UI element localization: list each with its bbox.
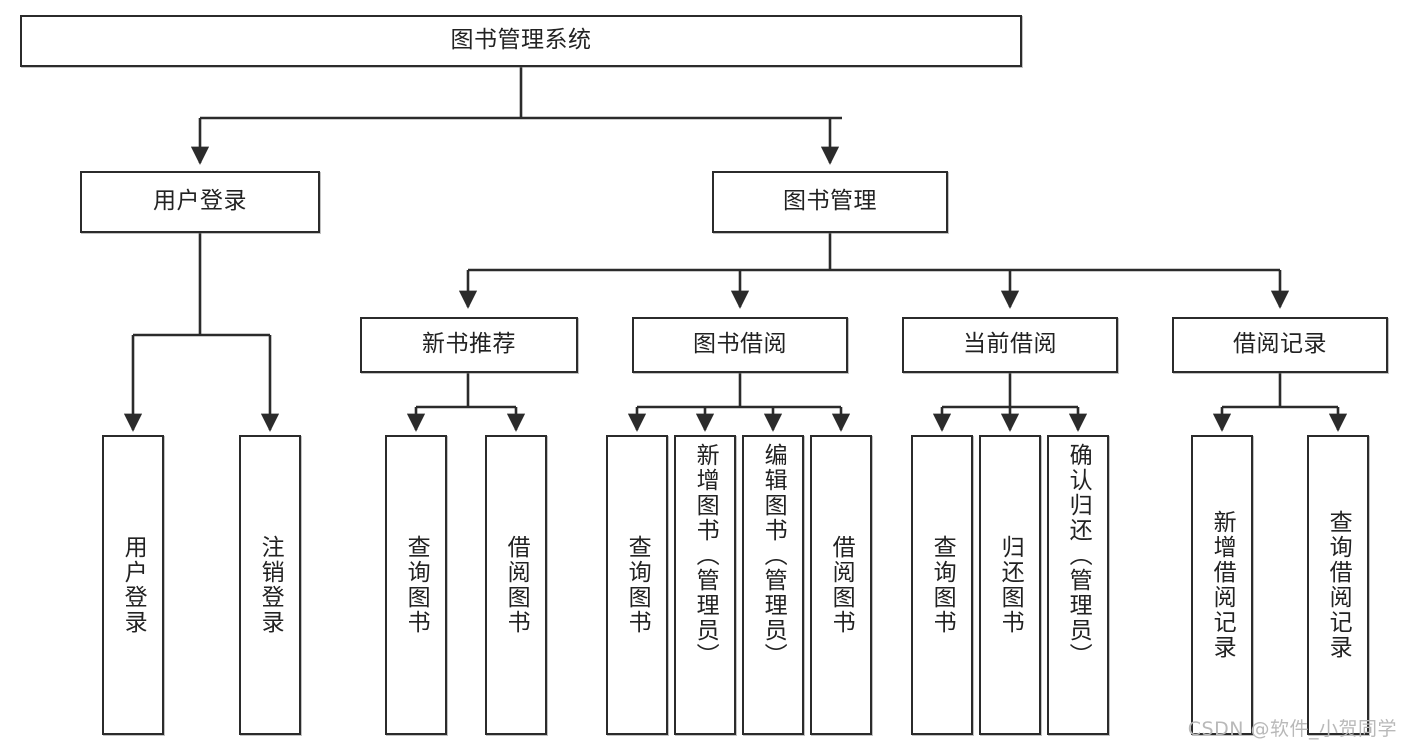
node-root[interactable]: 图书管理系统 [20,15,1022,67]
leaf-query-book-3-label: 查询图书 [929,535,956,635]
leaf-return-book-label: 归还图书 [997,535,1024,635]
node-new-book-rec-label: 新书推荐 [422,331,516,358]
leaf-query-record-label: 查询借阅记录 [1325,510,1352,660]
watermark-text: CSDN @软件_小贺同学 [1187,718,1397,740]
leaf-query-book-1[interactable]: 查询图书 [385,435,447,735]
leaf-add-record[interactable]: 新增借阅记录 [1191,435,1253,735]
leaf-logout[interactable]: 注销登录 [239,435,301,735]
leaf-borrow-book-1-label: 借阅图书 [503,535,530,635]
node-new-book-rec[interactable]: 新书推荐 [360,317,578,373]
leaf-add-book[interactable]: 新增图书（管理员） [674,435,736,735]
leaf-edit-book-label: 编辑图书（管理员） [760,443,787,668]
leaf-borrow-book-2-label: 借阅图书 [828,535,855,635]
leaf-query-book-3[interactable]: 查询图书 [911,435,973,735]
leaf-query-book-1-label: 查询图书 [403,535,430,635]
leaf-query-record[interactable]: 查询借阅记录 [1307,435,1369,735]
leaf-add-book-label: 新增图书（管理员） [692,443,719,668]
node-book-borrow-label: 图书借阅 [693,331,787,358]
node-book-borrow[interactable]: 图书借阅 [632,317,848,373]
leaf-query-book-2-label: 查询图书 [624,535,651,635]
leaf-user-login-label: 用户登录 [120,535,147,635]
leaf-borrow-book-2[interactable]: 借阅图书 [810,435,872,735]
leaf-borrow-book-1[interactable]: 借阅图书 [485,435,547,735]
node-current-borrow[interactable]: 当前借阅 [902,317,1118,373]
leaf-return-book[interactable]: 归还图书 [979,435,1041,735]
node-root-label: 图书管理系统 [450,27,592,54]
node-user-login-label: 用户登录 [153,188,247,215]
leaf-query-book-2[interactable]: 查询图书 [606,435,668,735]
leaf-confirm-return[interactable]: 确认归还（管理员） [1047,435,1109,735]
leaf-logout-label: 注销登录 [257,535,284,635]
node-user-login[interactable]: 用户登录 [80,171,320,233]
node-borrow-record[interactable]: 借阅记录 [1172,317,1388,373]
node-borrow-record-label: 借阅记录 [1233,331,1327,358]
node-book-manage[interactable]: 图书管理 [712,171,948,233]
node-book-manage-label: 图书管理 [783,188,877,215]
leaf-user-login[interactable]: 用户登录 [102,435,164,735]
leaf-edit-book[interactable]: 编辑图书（管理员） [742,435,804,735]
leaf-confirm-return-label: 确认归还（管理员） [1065,443,1092,668]
leaf-add-record-label: 新增借阅记录 [1209,510,1236,660]
node-current-borrow-label: 当前借阅 [963,331,1057,358]
